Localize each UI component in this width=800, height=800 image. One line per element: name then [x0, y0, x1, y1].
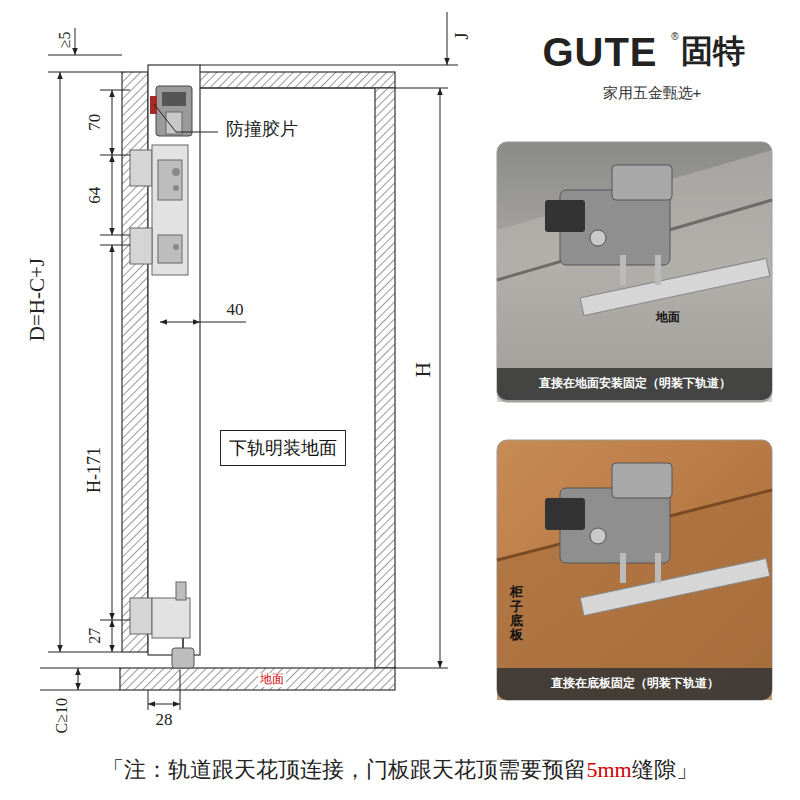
brand-name: 固特	[681, 34, 745, 69]
brand-logo: GUTE	[542, 30, 657, 74]
note-text: 缝隙」	[632, 757, 698, 782]
dimension-label: 70	[86, 114, 105, 131]
dimension-label: H	[412, 362, 435, 377]
caption-text: 直接在底板固定（明装下轨道）	[501, 676, 768, 692]
dimension-label: 28	[156, 711, 173, 730]
caption-band: 直接在地面安装固定（明装下轨道）	[497, 368, 772, 400]
box-label: 下轨明装地面	[229, 436, 337, 460]
dimension-label: C≥10	[53, 698, 71, 733]
dimension-label: J	[453, 32, 473, 39]
dimension-label: D=H-C+J	[26, 258, 49, 341]
floor-label: 地面	[258, 673, 286, 686]
note-highlight: 5mm	[586, 757, 631, 782]
photo-label: 地面	[656, 311, 680, 324]
brand-slogan: 家用五金甄选+	[603, 85, 702, 102]
dimension-label: 64	[86, 187, 105, 204]
caption-text: 直接在地面安装固定（明装下轨道）	[501, 376, 768, 392]
photo-label: 柜子底板	[510, 585, 523, 642]
label-box: 下轨明装地面	[220, 430, 346, 466]
caption-band: 直接在底板固定（明装下轨道）	[497, 668, 772, 700]
note-line: 「注：轨道跟天花顶连接，门板跟天花顶需要预留5mm缝隙」	[102, 758, 697, 782]
dimension-label: 27	[86, 628, 104, 644]
dimension-label: H-171	[85, 447, 105, 493]
brand-mark: ®	[671, 31, 678, 42]
note-text: 「注：轨道跟天花顶连接，门板跟天花顶需要预留	[102, 757, 586, 782]
dimension-label: 40	[227, 301, 244, 320]
dimension-label: ≥5	[55, 32, 73, 49]
part-name: 防撞胶片	[226, 120, 298, 140]
